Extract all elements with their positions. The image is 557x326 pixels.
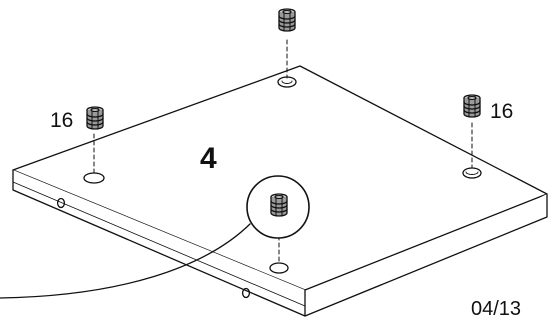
fitting-top: [278, 8, 296, 32]
step-number: 4: [200, 142, 217, 175]
fitting-detail: [270, 193, 288, 217]
fitting-left: [86, 106, 104, 130]
edge-hole-bottom: [241, 287, 251, 299]
callout-lead-line: [0, 223, 251, 299]
edge-hole-left: [56, 197, 66, 209]
page-indicator: 04/13: [471, 298, 522, 320]
hole-center: [269, 262, 289, 274]
quantity-label-right: 16: [490, 100, 514, 123]
quantity-label-left: 16: [50, 109, 74, 132]
fitting-right: [463, 94, 481, 118]
